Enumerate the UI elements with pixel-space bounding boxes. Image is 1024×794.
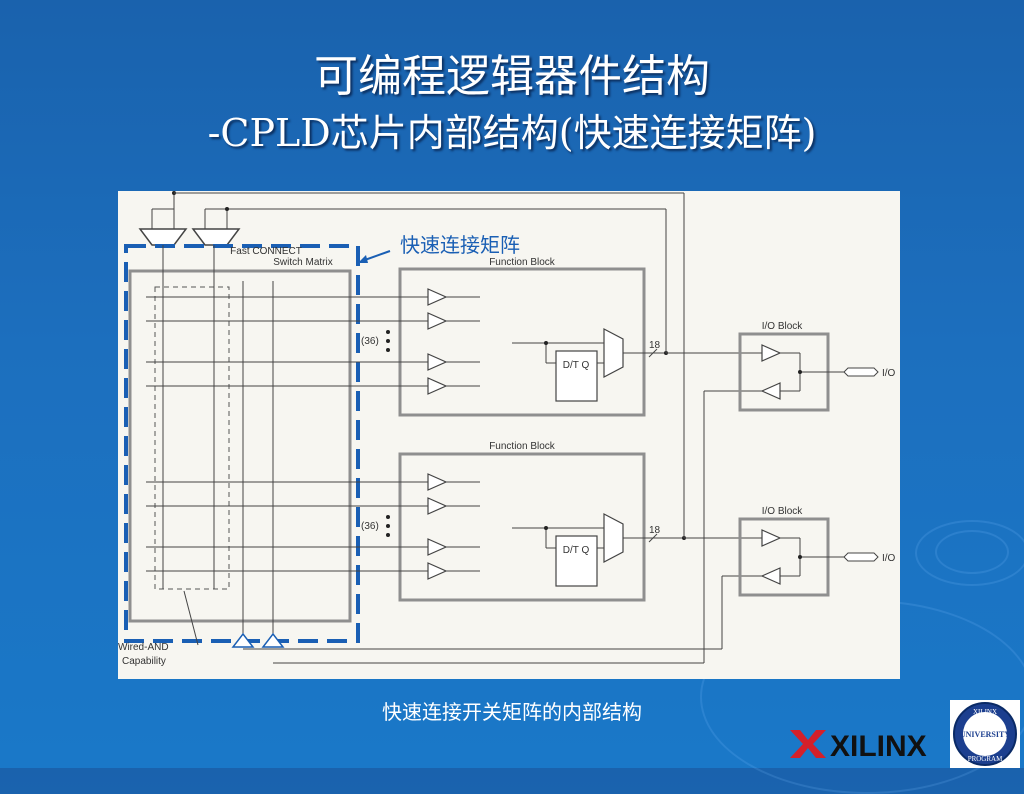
bus-count-2: (36) (361, 521, 379, 532)
function-block-1-label: Function Block (489, 257, 556, 268)
io-block-1: I/O Block I/O (738, 321, 896, 412)
io-block-2: I/O Block I/O (738, 506, 896, 597)
mux-2 (603, 513, 624, 563)
callout-arrowhead (358, 255, 368, 263)
register-2 (555, 535, 598, 587)
xilinx-wordmark: XILINX (830, 730, 927, 762)
function-block-1: Function Block (36) D/T Q 18 (146, 257, 684, 417)
feedback-buffer-1 (138, 191, 188, 246)
callout-label: 快速连接矩阵 (400, 233, 520, 257)
slide-title: 可编程逻辑器件结构 (314, 51, 710, 102)
switch-matrix-block (128, 269, 352, 623)
function-block-2: Function Block (36) D/T Q 18 (146, 441, 686, 602)
seal-bottom-text: PROGRAM (968, 755, 1003, 763)
bus-width-2: 18 (649, 525, 661, 536)
fast-connect-matrix-boundary (124, 244, 360, 643)
feedback-buffer-2 (174, 192, 684, 246)
wired-and-pointer (183, 590, 199, 646)
slide-subtitle: -CPLD芯片内部结构(快速连接矩阵) (207, 111, 817, 155)
matrix-vertical-lines (162, 245, 274, 639)
function-block-2-label: Function Block (489, 441, 556, 452)
xilinx-mark-icon (790, 730, 826, 758)
register-1-label: D/T Q (563, 360, 590, 371)
input-buffer-2 (261, 632, 285, 648)
ripple-decoration (915, 520, 1024, 586)
bus-count-1: (36) (361, 336, 379, 347)
input-buffer-1 (231, 632, 255, 648)
cpld-diagram: .w{stroke:#444;stroke-width:1;fill:none;… (118, 191, 900, 679)
wired-and-label-2: Capability (122, 656, 166, 667)
seal-middle-text: UNIVERSITY (960, 730, 1010, 739)
xilinx-logo: XILINX (790, 730, 927, 762)
matrix-label-line-2: Switch Matrix (273, 257, 332, 268)
io-block-1-label: I/O Block (762, 321, 804, 332)
university-program-seal: XILINX UNIVERSITY PROGRAM (950, 700, 1020, 768)
io-pin-2-label: I/O (882, 553, 896, 564)
bus-width-1: 18 (649, 340, 661, 351)
slide-caption: 快速连接开关矩阵的内部结构 (382, 700, 642, 724)
mux-1 (603, 328, 624, 378)
routing-wires (243, 193, 770, 664)
matrix-label-line-1: Fast CONNECT (230, 246, 302, 257)
io-block-2-label: I/O Block (762, 506, 804, 517)
register-2-label: D/T Q (563, 545, 590, 556)
wired-and-label-1: Wired-AND (118, 642, 169, 653)
wired-and-region (154, 286, 230, 590)
seal-top-text: XILINX (973, 708, 997, 716)
io-pin-1-label: I/O (882, 368, 896, 379)
register-1 (555, 350, 598, 402)
